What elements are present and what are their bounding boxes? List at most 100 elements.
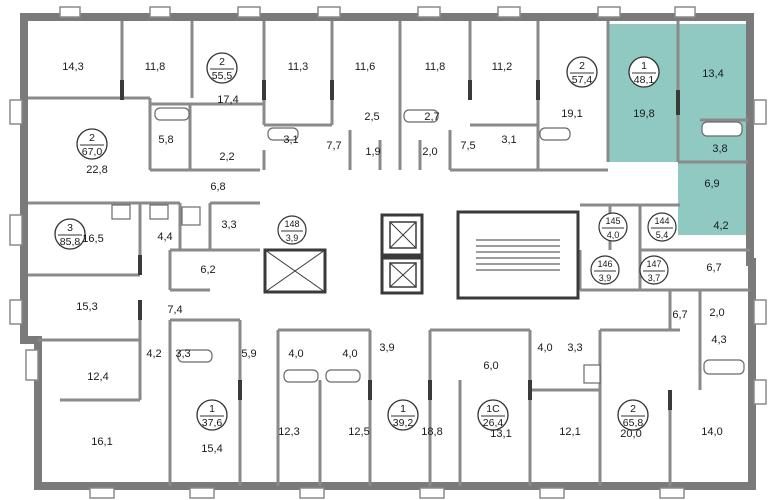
- room-area: 6,8: [210, 181, 225, 193]
- room-area: 11,2: [492, 61, 513, 73]
- apartment-rooms: 2: [630, 403, 636, 415]
- room-area: 12,4: [87, 371, 108, 383]
- room-area: 14,0: [701, 426, 722, 438]
- room-area: 12,3: [278, 426, 299, 438]
- room-area: 2,0: [422, 146, 437, 158]
- apartment-badge: 265,8: [617, 399, 649, 431]
- apartment-rooms: 3: [67, 222, 73, 234]
- room-area: 19,1: [561, 108, 582, 120]
- apartment-area: 55,5: [212, 70, 233, 82]
- room-area: 15,4: [201, 443, 222, 455]
- apartment-area: 57,4: [572, 74, 593, 86]
- room-area: 11,8: [425, 61, 446, 73]
- apartment-rooms: 1: [400, 403, 406, 415]
- apartment-badge: 148,1: [628, 56, 660, 88]
- room-area: 13,4: [702, 68, 723, 80]
- room-area: 2,0: [709, 307, 724, 319]
- room-area: 12,1: [559, 426, 580, 438]
- room-area: 11,6: [355, 61, 376, 73]
- inner-walls: [28, 21, 750, 486]
- storage-area: 5,4: [656, 230, 669, 240]
- room-area: 11,3: [288, 61, 309, 73]
- apartment-badge: 257,4: [566, 56, 598, 88]
- room-area: 5,9: [241, 348, 256, 360]
- apartment-rooms: 2: [579, 60, 585, 72]
- room-area: 4,0: [537, 342, 552, 354]
- apartment-rooms: 2: [89, 132, 95, 144]
- storage-area: 3,7: [648, 273, 661, 283]
- storage-number: 144: [654, 216, 669, 226]
- room-area: 6,0: [483, 360, 498, 372]
- room-area: 3,3: [175, 348, 190, 360]
- room-area: 14,3: [62, 61, 83, 73]
- room-area: 3,1: [501, 134, 516, 146]
- apartment-badge: 1С 26,4: [477, 399, 509, 431]
- room-area: 2,2: [219, 151, 234, 163]
- storage-number: 145: [605, 216, 620, 226]
- room-area: 3,1: [283, 134, 298, 146]
- room-area: 7,4: [167, 304, 182, 316]
- room-area: 4,2: [146, 348, 161, 360]
- room-area: 12,5: [348, 426, 369, 438]
- apartment-rooms: 2: [219, 56, 225, 68]
- room-area: 6,2: [200, 264, 215, 276]
- apartment-rooms: 1: [641, 60, 647, 72]
- room-area: 13,1: [490, 428, 511, 440]
- windows: [9, 6, 767, 499]
- apartment-area: 85,8: [60, 236, 81, 248]
- room-area: 22,8: [86, 164, 107, 176]
- room-area: 6,7: [706, 262, 721, 274]
- apartment-rooms: 1: [209, 403, 215, 415]
- dark-wall-segments: [120, 80, 680, 410]
- room-area: 7,7: [326, 140, 341, 152]
- apartment-badge: 255,5: [206, 52, 238, 84]
- room-area: 16,1: [91, 436, 112, 448]
- apartment-area: 26,4: [483, 417, 504, 429]
- apartment-area: 67,0: [82, 146, 103, 158]
- room-area: 16,5: [82, 233, 103, 245]
- room-area: 6,9: [704, 178, 719, 190]
- room-area: 4,2: [713, 220, 728, 232]
- room-area: 6,7: [672, 309, 687, 321]
- apartment-badge: 385,8: [54, 218, 86, 250]
- room-area: 4,0: [288, 348, 303, 360]
- room-area: 4,0: [342, 348, 357, 360]
- room-area: 2,7: [424, 111, 439, 123]
- room-area: 4,4: [157, 231, 172, 243]
- apartment-area: 48,1: [634, 74, 655, 86]
- room-area: 7,5: [460, 140, 475, 152]
- storage-area: 3,9: [286, 233, 299, 243]
- room-area: 3,9: [379, 342, 394, 354]
- room-area: 3,3: [567, 342, 582, 354]
- storage-area: 4,0: [607, 230, 620, 240]
- apartment-badge: 139,2: [387, 399, 419, 431]
- room-area: 15,3: [76, 301, 97, 313]
- apartment-area: 39,2: [393, 417, 414, 429]
- outer-walls: [20, 13, 756, 490]
- apartment-badge: 137,6: [196, 399, 228, 431]
- apartment-rooms: 1С: [486, 403, 500, 415]
- room-area: 11,8: [145, 61, 166, 73]
- room-area: 1,9: [365, 146, 380, 158]
- storage-area: 3,9: [599, 273, 612, 283]
- apartment-area: 37,6: [202, 417, 223, 429]
- apartment-area: 65,8: [623, 417, 644, 429]
- room-area: 19,8: [633, 108, 654, 120]
- room-area: 2,5: [364, 111, 379, 123]
- room-area: 3,3: [221, 219, 236, 231]
- room-area: 3,8: [712, 143, 727, 155]
- apartment-badges: 255,5257,4148,1267,0385,8137,6139,21С26,…: [54, 52, 660, 431]
- bath-fixtures: [111, 107, 745, 384]
- room-area: 4,3: [711, 334, 726, 346]
- room-area: 17,4: [217, 94, 238, 106]
- room-area: 5,8: [158, 134, 173, 146]
- apartment-badge: 267,0: [76, 128, 108, 160]
